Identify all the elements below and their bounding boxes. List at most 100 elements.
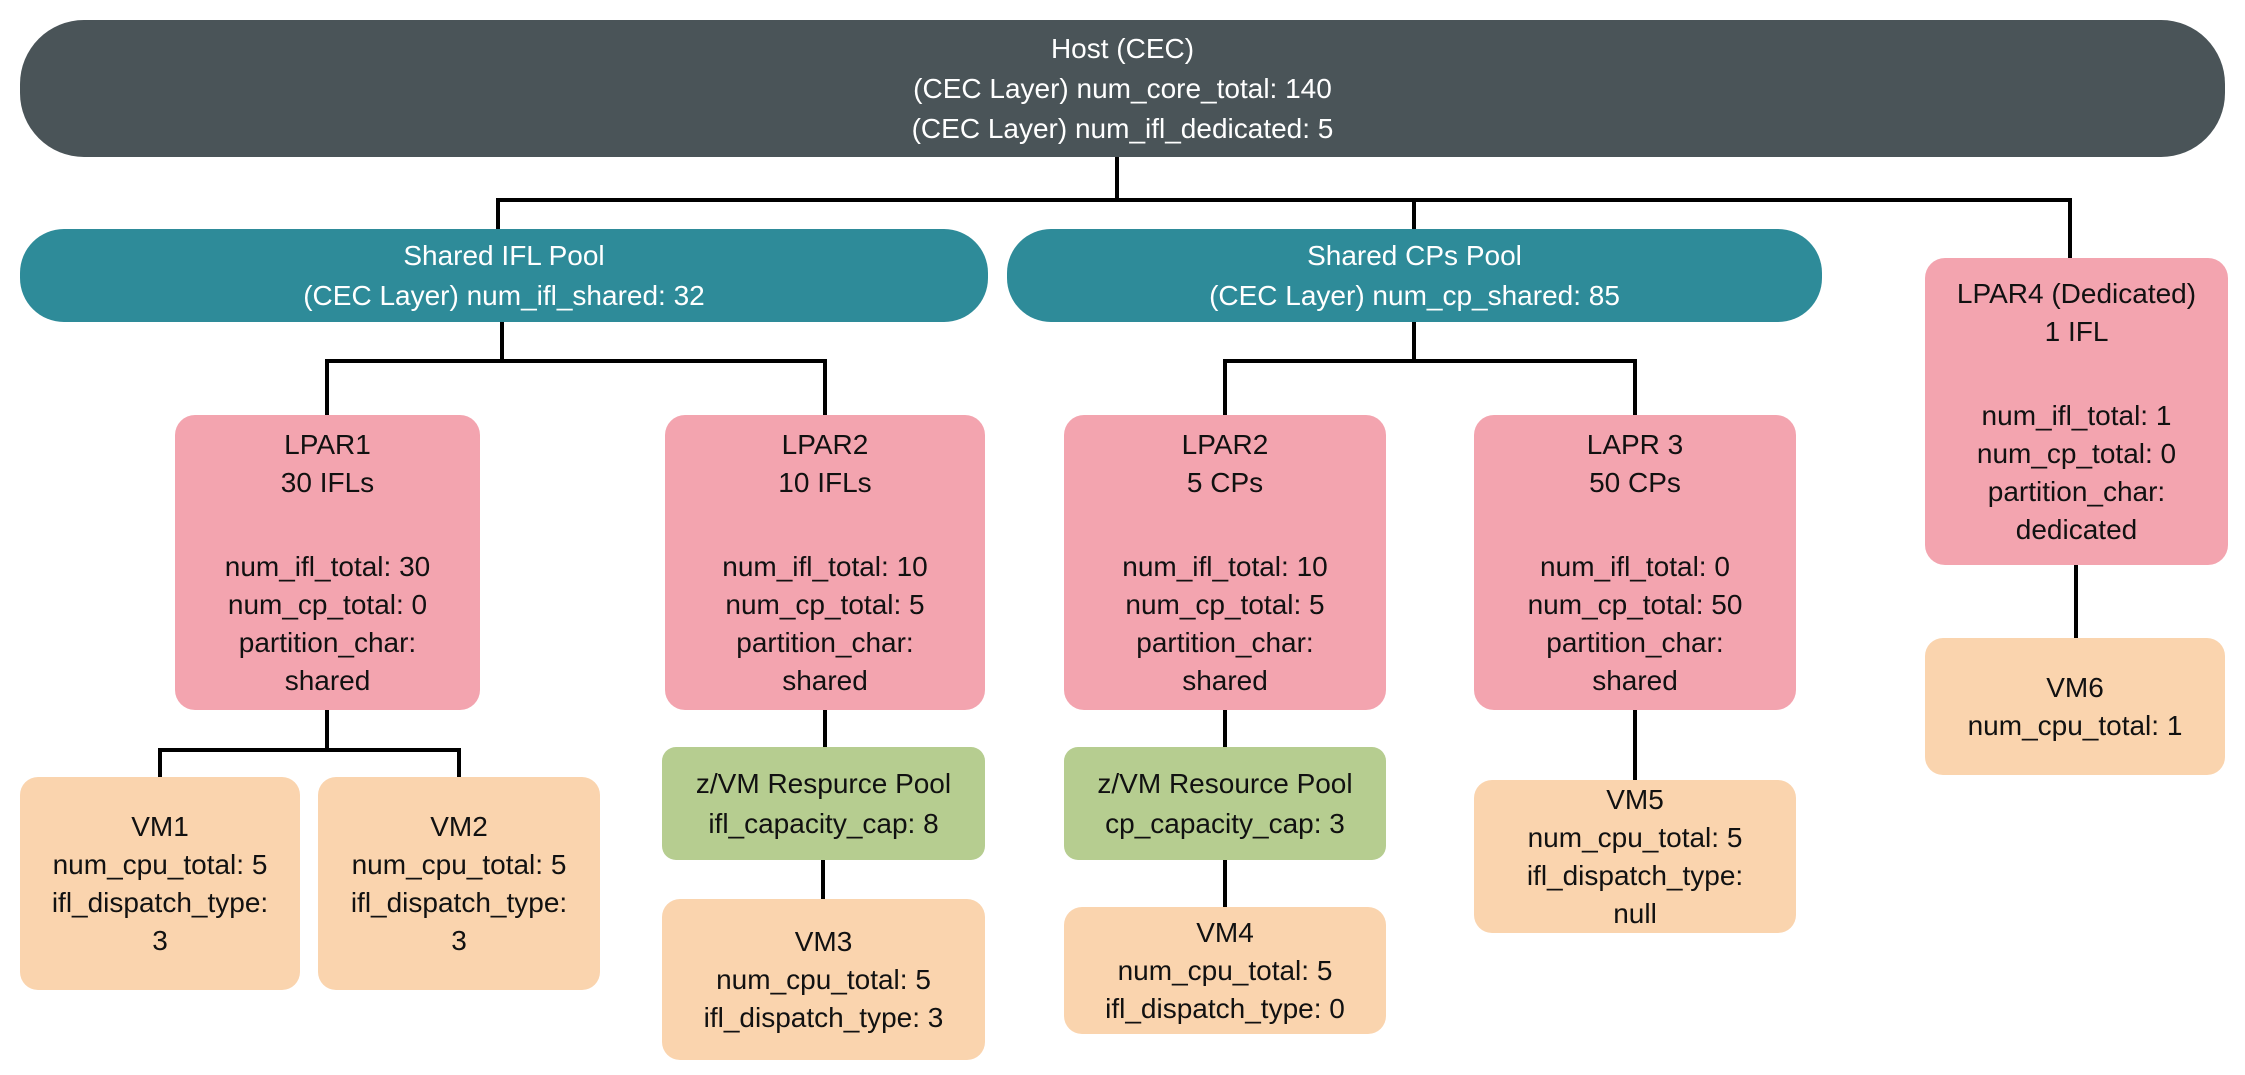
node-line: num_ifl_total: 1 bbox=[1981, 399, 2172, 431]
node-line: VM5 bbox=[1606, 783, 1664, 815]
node-line: 1 IFL bbox=[2044, 315, 2109, 347]
host-cec-node: Host (CEC) (CEC Layer) num_core_total: 1… bbox=[20, 20, 2225, 157]
lapr3-node: LAPR 3 50 CPs num_ifl_total: 0 num_cp_to… bbox=[1474, 415, 1796, 710]
vm4-node: VM4 num_cpu_total: 5 ifl_dispatch_type: … bbox=[1064, 907, 1386, 1034]
node-line: shared bbox=[1592, 664, 1678, 696]
connector-zvm-ifl-to-vm3 bbox=[821, 860, 825, 899]
connector-drop-shared-ifl-pool bbox=[496, 198, 500, 229]
node-line: num_cp_total: 5 bbox=[725, 588, 925, 620]
node-line: dedicated bbox=[2015, 513, 2138, 545]
connector-lpar4-to-vm6 bbox=[2074, 565, 2078, 638]
node-line: VM6 bbox=[2046, 671, 2104, 703]
connector-lpar1-down bbox=[325, 710, 329, 752]
zvm-ifl-resource-pool-node: z/VM Respurce Pool ifl_capacity_cap: 8 bbox=[662, 747, 985, 860]
node-line: num_ifl_total: 10 bbox=[1122, 550, 1328, 582]
connector-zvm-cp-to-vm4 bbox=[1223, 860, 1227, 907]
node-line: Shared IFL Pool bbox=[403, 239, 605, 271]
node-line: num_ifl_total: 30 bbox=[224, 550, 431, 582]
lpar1-node: LPAR1 30 IFLs num_ifl_total: 30 num_cp_t… bbox=[175, 415, 480, 710]
node-line: (CEC Layer) num_ifl_shared: 32 bbox=[303, 279, 705, 311]
vm2-node: VM2 num_cpu_total: 5 ifl_dispatch_type: … bbox=[318, 777, 600, 990]
shared-cps-pool-node: Shared CPs Pool (CEC Layer) num_cp_share… bbox=[1007, 229, 1822, 322]
node-line: LAPR 3 bbox=[1586, 428, 1684, 460]
connector-drop-vm2 bbox=[457, 748, 461, 777]
node-line: partition_char: bbox=[1136, 626, 1314, 658]
connector-ifl-pool-branch bbox=[327, 359, 825, 363]
node-line: LPAR1 bbox=[284, 428, 371, 460]
node-line: num_cpu_total: 5 bbox=[1527, 821, 1743, 853]
vm5-node: VM5 num_cpu_total: 5 ifl_dispatch_type: … bbox=[1474, 780, 1796, 933]
connector-drop-lpar2-cp bbox=[1223, 359, 1227, 415]
node-line: VM1 bbox=[131, 810, 189, 842]
node-line: ifl_dispatch_type: 0 bbox=[1105, 992, 1345, 1024]
shared-ifl-pool-node: Shared IFL Pool (CEC Layer) num_ifl_shar… bbox=[20, 229, 988, 322]
node-line: shared bbox=[284, 664, 371, 696]
connector-host-down bbox=[1115, 157, 1119, 201]
lpar2-cp-node: LPAR2 5 CPs num_ifl_total: 10 num_cp_tot… bbox=[1064, 415, 1386, 710]
connector-drop-lpar1 bbox=[325, 359, 329, 415]
node-line: LPAR2 bbox=[781, 428, 869, 460]
node-line: num_ifl_total: 10 bbox=[722, 550, 928, 582]
node-line: shared bbox=[1182, 664, 1268, 696]
connector-lapr3-to-vm5 bbox=[1633, 710, 1637, 780]
connector-lpar2-cp-to-zvm bbox=[1223, 710, 1227, 747]
node-line: Shared CPs Pool bbox=[1307, 239, 1522, 271]
node-line: z/VM Respurce Pool bbox=[695, 767, 952, 799]
vm6-node: VM6 num_cpu_total: 1 bbox=[1925, 638, 2225, 775]
connector-drop-lapr3 bbox=[1633, 359, 1637, 415]
node-line: num_cp_total: 0 bbox=[1976, 437, 2177, 469]
node-line: VM4 bbox=[1196, 916, 1254, 948]
node-line: shared bbox=[782, 664, 868, 696]
node-line: (CEC Layer) num_ifl_dedicated: 5 bbox=[911, 112, 1334, 144]
node-line: ifl_capacity_cap: 8 bbox=[708, 807, 939, 839]
node-line: partition_char: bbox=[1987, 475, 2166, 507]
node-line: num_cp_total: 0 bbox=[227, 588, 428, 620]
node-line: LPAR2 bbox=[1181, 428, 1269, 460]
node-line: num_cpu_total: 5 bbox=[52, 848, 268, 880]
vm1-node: VM1 num_cpu_total: 5 ifl_dispatch_type: … bbox=[20, 777, 300, 990]
node-line: num_cpu_total: 1 bbox=[1967, 709, 2183, 741]
node-line: 10 IFLs bbox=[778, 466, 872, 498]
node-line: num_cp_total: 5 bbox=[1125, 588, 1325, 620]
node-line: num_cpu_total: 5 bbox=[351, 848, 567, 880]
node-line: 5 CPs bbox=[1186, 466, 1264, 498]
connector-cps-pool-down bbox=[1412, 322, 1416, 363]
lpar2-ifl-node: LPAR2 10 IFLs num_ifl_total: 10 num_cp_t… bbox=[665, 415, 985, 710]
node-line: ifl_dispatch_type: 3 bbox=[703, 1001, 944, 1033]
connector-drop-shared-cps-pool bbox=[1412, 198, 1416, 229]
node-line: ifl_dispatch_type: bbox=[350, 886, 568, 918]
vm3-node: VM3 num_cpu_total: 5 ifl_dispatch_type: … bbox=[662, 899, 985, 1060]
lpar4-node: LPAR4 (Dedicated) 1 IFL num_ifl_total: 1… bbox=[1925, 258, 2228, 565]
connector-ifl-pool-down bbox=[500, 322, 504, 363]
node-line: 50 CPs bbox=[1589, 466, 1681, 498]
node-line: ifl_dispatch_type: bbox=[1526, 859, 1744, 891]
connector-cps-pool-branch bbox=[1225, 359, 1635, 363]
node-line: num_cpu_total: 5 bbox=[1117, 954, 1333, 986]
node-line: (CEC Layer) num_cp_shared: 85 bbox=[1209, 279, 1620, 311]
node-line: partition_char: bbox=[1546, 626, 1724, 658]
zvm-cp-resource-pool-node: z/VM Resource Pool cp_capacity_cap: 3 bbox=[1064, 747, 1386, 860]
connector-lpar2-ifl-to-zvm bbox=[823, 710, 827, 747]
node-line: z/VM Resource Pool bbox=[1097, 767, 1353, 799]
node-line: num_cpu_total: 5 bbox=[716, 963, 931, 995]
node-line: null bbox=[1613, 897, 1657, 929]
connector-drop-vm1 bbox=[158, 748, 162, 777]
node-line: num_ifl_total: 0 bbox=[1540, 550, 1730, 582]
node-line: (CEC Layer) num_core_total: 140 bbox=[913, 72, 1332, 104]
node-line: cp_capacity_cap: 3 bbox=[1105, 807, 1345, 839]
node-line: num_cp_total: 50 bbox=[1527, 588, 1743, 620]
node-line: 3 bbox=[451, 924, 467, 956]
connector-level1-branch bbox=[498, 198, 2072, 202]
node-line: VM2 bbox=[430, 810, 488, 842]
node-line: 3 bbox=[152, 924, 168, 956]
connector-drop-lpar2-ifl bbox=[823, 359, 827, 415]
node-line: 30 IFLs bbox=[280, 466, 375, 498]
node-line: LPAR4 (Dedicated) bbox=[1956, 277, 2197, 309]
node-line: ifl_dispatch_type: bbox=[51, 886, 269, 918]
node-line: partition_char: bbox=[736, 626, 914, 658]
node-line: VM3 bbox=[794, 925, 853, 957]
node-line: Host (CEC) bbox=[1050, 32, 1195, 64]
connector-drop-lpar4 bbox=[2068, 198, 2072, 258]
connector-lpar1-branch bbox=[160, 748, 459, 752]
